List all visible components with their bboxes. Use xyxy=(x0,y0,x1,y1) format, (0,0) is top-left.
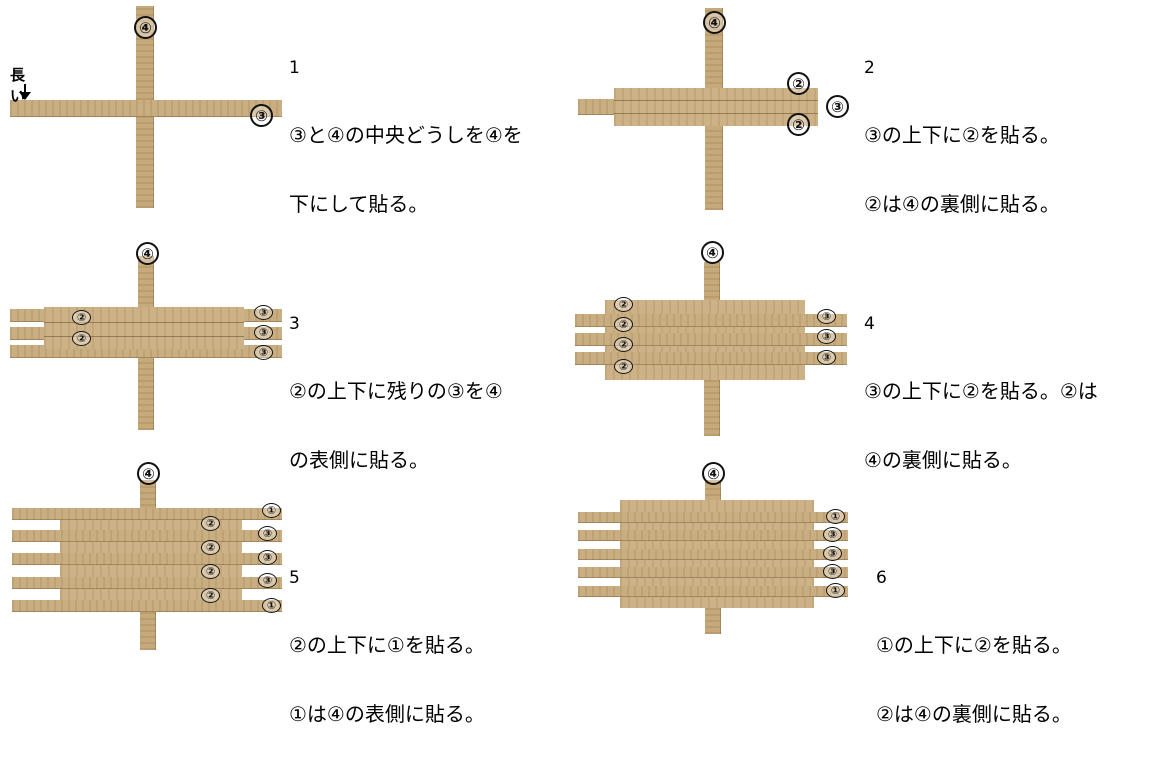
mark-2: ② xyxy=(72,331,91,346)
mark-1: ① xyxy=(262,598,281,613)
strip-3-horizontal xyxy=(578,567,848,578)
caption-line: ②は④の裏側に貼る。 xyxy=(864,192,1060,216)
caption-line: ④の裏側に貼る。 xyxy=(864,448,1022,472)
mark-3: ③ xyxy=(258,573,277,588)
mark-3: ③ xyxy=(823,564,842,579)
step-3-caption: 3 ②の上下に残りの③を④ の表側に貼る。 xyxy=(289,268,503,518)
caption-line: ①の上下に②を貼る。 xyxy=(876,633,1072,657)
mark-2: ② xyxy=(201,588,220,603)
strip-seam xyxy=(44,322,244,323)
mark-3: ③ xyxy=(826,95,849,118)
mark-3: ③ xyxy=(817,309,836,324)
mark-4: ④ xyxy=(134,16,157,39)
mark-2: ② xyxy=(72,310,91,325)
mark-4: ④ xyxy=(137,462,160,485)
step-1-caption: 1 ③と④の中央どうしを④を 下にして貼る。 xyxy=(289,12,523,262)
callout-long: 長い xyxy=(10,66,26,105)
mark-3: ③ xyxy=(823,527,842,542)
strip-1-horizontal xyxy=(12,508,282,520)
mark-1: ① xyxy=(826,509,845,524)
strip-1-horizontal xyxy=(12,600,282,612)
step-4-caption: 4 ③の上下に②を貼る。②は ④の裏側に貼る。 xyxy=(864,268,1098,518)
mark-2: ② xyxy=(614,337,633,352)
strip-3-horizontal xyxy=(10,100,282,117)
mark-2: ② xyxy=(787,72,810,95)
mark-4: ④ xyxy=(136,242,159,265)
strip-3-horizontal xyxy=(575,352,847,365)
step-number: 4 xyxy=(864,314,875,334)
step-2-caption: 2 ③の上下に②を貼る。 ②は④の裏側に貼る。 xyxy=(864,12,1060,262)
caption-line: ②は④の裏側に貼る。 xyxy=(876,702,1072,726)
mark-3: ③ xyxy=(254,305,273,320)
step-number: 6 xyxy=(876,568,887,588)
mark-4: ④ xyxy=(703,11,726,34)
mark-3: ③ xyxy=(817,329,836,344)
strip-3-horizontal xyxy=(575,333,847,346)
mark-3: ③ xyxy=(258,550,277,565)
strip-seam xyxy=(614,113,818,114)
mark-2: ② xyxy=(614,317,633,332)
mark-3: ③ xyxy=(254,345,273,360)
mark-1: ① xyxy=(826,583,845,598)
caption-line: 下にして貼る。 xyxy=(289,192,429,216)
mark-2: ② xyxy=(787,113,810,136)
strip-1-horizontal xyxy=(578,586,848,597)
strip-3-horizontal xyxy=(575,314,847,327)
strip-1-horizontal xyxy=(578,512,848,523)
caption-line: ③と④の中央どうしを④を xyxy=(289,123,523,147)
caption-line: ③の上下に②を貼る。②は xyxy=(864,379,1098,403)
mark-4: ④ xyxy=(702,462,725,485)
mark-2: ② xyxy=(201,516,220,531)
mark-3: ③ xyxy=(258,526,277,541)
strip-seam xyxy=(44,336,244,337)
mark-3: ③ xyxy=(250,104,273,127)
mark-3: ③ xyxy=(817,350,836,365)
caption-line: ③の上下に②を貼る。 xyxy=(864,123,1060,147)
strip-3-horizontal xyxy=(578,549,848,560)
step-number: 1 xyxy=(289,58,300,78)
arrow-down-icon xyxy=(19,84,31,100)
caption-line: の表側に貼る。 xyxy=(289,448,429,472)
mark-2: ② xyxy=(614,359,633,374)
caption-line: ①は④の表側に貼る。 xyxy=(289,702,485,726)
mark-2: ② xyxy=(201,564,220,579)
step-5-caption: 5 ②の上下に①を貼る。 ①は④の表側に貼る。 xyxy=(289,522,485,772)
caption-line: ②の上下に残りの③を④ xyxy=(289,379,503,403)
step-number: 3 xyxy=(289,314,300,334)
step-6-caption: 6 ①の上下に②を貼る。 ②は④の裏側に貼る。 xyxy=(876,522,1072,772)
strip-seam xyxy=(614,100,818,101)
caption-line: ②の上下に①を貼る。 xyxy=(289,633,485,657)
mark-3: ③ xyxy=(823,546,842,561)
step-number: 5 xyxy=(289,568,300,588)
mark-2: ② xyxy=(201,540,220,555)
strip-3-horizontal xyxy=(12,530,282,542)
strips-2-group xyxy=(614,88,818,126)
mark-3: ③ xyxy=(254,325,273,340)
mark-4: ④ xyxy=(701,241,724,264)
step-number: 2 xyxy=(864,58,875,78)
strip-3-horizontal xyxy=(578,530,848,541)
mark-2: ② xyxy=(614,297,633,312)
mark-1: ① xyxy=(262,503,281,518)
strip-3-horizontal xyxy=(12,577,282,589)
strip-3-horizontal xyxy=(12,553,282,565)
